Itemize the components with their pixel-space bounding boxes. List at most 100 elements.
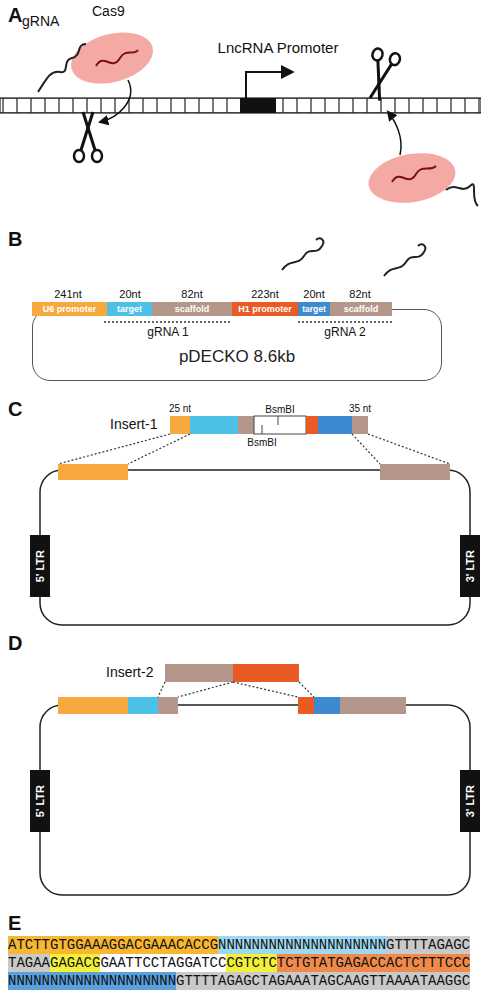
length-label: 20nt bbox=[119, 288, 140, 300]
cut-arrow bbox=[388, 112, 401, 155]
homology-line bbox=[233, 682, 298, 697]
u6-segment bbox=[58, 697, 128, 714]
vector-outline bbox=[40, 705, 470, 895]
sequence-segment: GAGACG bbox=[50, 954, 100, 972]
node-text: H1 promoter bbox=[238, 305, 292, 314]
ltr-box: 5' LTR bbox=[30, 770, 50, 832]
component-label: gRNA bbox=[22, 14, 59, 29]
homology-line bbox=[58, 434, 170, 464]
sequence-segment: ATCTTGTGGAAAGGACGAAACACCG bbox=[8, 936, 218, 954]
sequence-element-box: target bbox=[298, 302, 330, 316]
u6-segment bbox=[170, 416, 190, 434]
dna-ladder bbox=[0, 98, 481, 113]
panel-letter: D bbox=[8, 632, 22, 654]
h1-segment bbox=[233, 664, 299, 682]
cut-arrow bbox=[100, 80, 131, 122]
node-text: 3' LTR bbox=[465, 785, 476, 817]
grna-squiggle bbox=[446, 184, 478, 206]
length-label: 35 nt bbox=[349, 403, 371, 414]
grna-squiggle bbox=[384, 244, 425, 276]
node-text: target bbox=[117, 305, 142, 314]
scaffold-segment bbox=[165, 664, 233, 682]
sequence-segment: TAGAA bbox=[8, 954, 50, 972]
length-label: 20nt bbox=[303, 288, 324, 300]
h1-segment bbox=[298, 697, 314, 714]
ltr-box: 3' LTR bbox=[460, 535, 480, 597]
homology-line bbox=[128, 434, 190, 464]
scissors-symbol bbox=[361, 47, 401, 103]
homology-line bbox=[178, 682, 233, 697]
target-segment bbox=[318, 416, 352, 434]
panel-letter: C bbox=[8, 398, 22, 420]
sequence-segment: GTTTTAGAGCTAGAAATAGCAAGTTAAAATAAGGC bbox=[176, 972, 470, 990]
sequence-element-box: U6 promoter bbox=[32, 302, 107, 316]
insert-label: Insert-1 bbox=[110, 417, 157, 432]
enzyme-site-label: BsmBI bbox=[247, 437, 276, 448]
stuffer-segment bbox=[254, 416, 306, 434]
grna-label: gRNA 2 bbox=[324, 326, 365, 339]
node-text: 3' LTR bbox=[465, 550, 476, 582]
scaffold-segment bbox=[158, 697, 178, 714]
scissors-handle bbox=[389, 52, 402, 66]
sequence-element-box: H1 promoter bbox=[232, 302, 298, 316]
homology-line bbox=[158, 682, 165, 697]
scissors-blade bbox=[83, 112, 95, 150]
sequence-segment: NNNNNNNNNNNNNNNNNNNN bbox=[218, 936, 386, 954]
node-text: U6 promoter bbox=[43, 305, 97, 314]
ltr-box: 5' LTR bbox=[30, 535, 50, 597]
ltr-box: 3' LTR bbox=[460, 770, 480, 832]
scaffold-segment bbox=[340, 697, 406, 714]
scissors-blade bbox=[368, 61, 389, 101]
sequence-element-box: target bbox=[107, 302, 152, 316]
node-text: scaffold bbox=[175, 305, 210, 314]
promoter-block bbox=[240, 98, 276, 113]
panel-letter: B bbox=[8, 228, 22, 250]
sequence-segment: GTTTTAGAGC bbox=[386, 936, 470, 954]
promoter-label: LncRNA Promoter bbox=[218, 40, 339, 57]
target-segment bbox=[314, 697, 340, 714]
dotted-bracket bbox=[298, 321, 392, 323]
sequence-segment: GAATTCCTAGGATCC bbox=[100, 954, 226, 972]
cas9-blob bbox=[65, 24, 159, 92]
scissors-handle bbox=[92, 150, 102, 162]
cas9-blob bbox=[365, 147, 460, 210]
scaffold-segment bbox=[380, 464, 450, 480]
plasmid-outline: pDECKO 8.6kb bbox=[32, 309, 442, 381]
bound-grna bbox=[96, 50, 138, 66]
sequence-segment: CGTCTC bbox=[226, 954, 276, 972]
scaffold-segment bbox=[352, 416, 368, 434]
grna-label: gRNA 1 bbox=[147, 326, 188, 339]
sequence-element-box: scaffold bbox=[152, 302, 232, 316]
scissors-handle bbox=[74, 150, 84, 162]
promoter-arrow bbox=[246, 72, 292, 98]
enzyme-site-label: BsmBI bbox=[265, 404, 294, 415]
site-tick bbox=[262, 425, 263, 434]
length-label: 223nt bbox=[251, 288, 279, 300]
length-label: 82nt bbox=[181, 288, 202, 300]
insert-label: Insert-2 bbox=[106, 665, 153, 680]
panel-letter: E bbox=[8, 912, 21, 934]
homology-line bbox=[368, 434, 450, 464]
panel-letter: A bbox=[8, 4, 22, 26]
grna-squiggle bbox=[38, 44, 86, 92]
node-text: scaffold bbox=[344, 305, 379, 314]
node-text: 5' LTR bbox=[35, 785, 46, 817]
u6-segment bbox=[58, 464, 128, 480]
length-label: 241nt bbox=[54, 288, 82, 300]
sequence-segment: NNNNNNNNNNNNNNNNNNNN bbox=[8, 972, 176, 990]
target-segment bbox=[190, 416, 238, 434]
target-segment bbox=[128, 697, 158, 714]
length-label: 25 nt bbox=[169, 403, 191, 414]
scissors-blade bbox=[81, 112, 93, 150]
scaffold-segment bbox=[238, 416, 254, 434]
dotted-bracket bbox=[104, 321, 232, 323]
node-text: 5' LTR bbox=[35, 550, 46, 582]
node-text: pDECKO 8.6kb bbox=[179, 348, 295, 365]
length-label: 82nt bbox=[349, 288, 370, 300]
scissors-handle bbox=[371, 47, 384, 61]
sequence-element-box: scaffold bbox=[330, 302, 392, 316]
bound-grna bbox=[392, 166, 436, 182]
grna-squiggle bbox=[282, 238, 323, 270]
